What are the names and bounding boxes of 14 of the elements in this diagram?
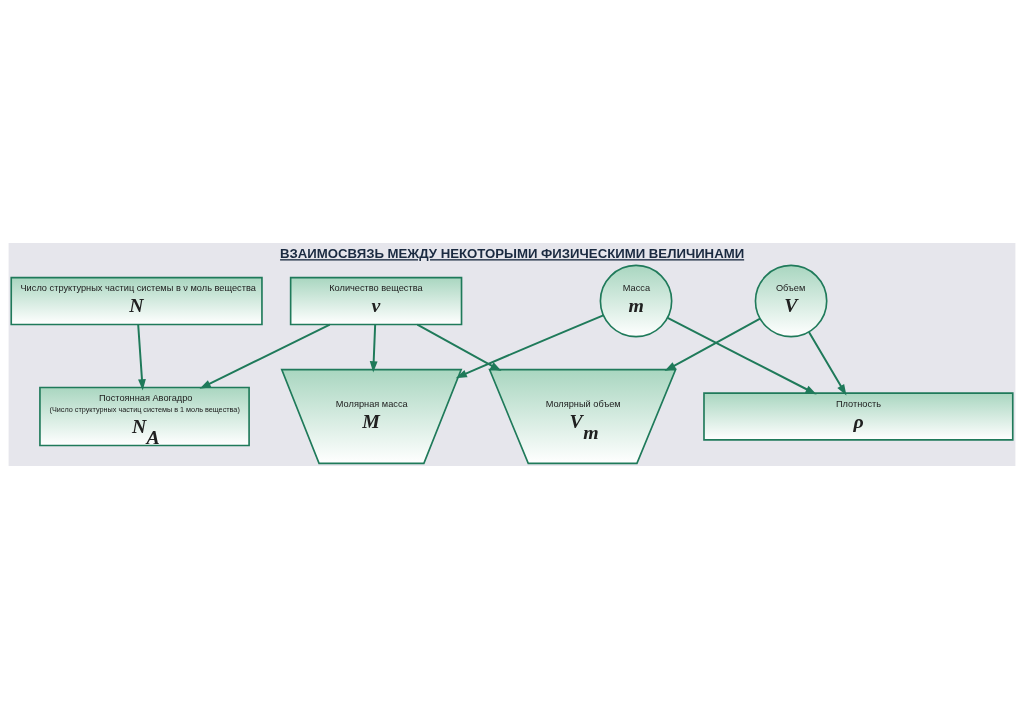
arrow	[369, 323, 378, 373]
node-box: Число структурных частиц системы в ν моль вещества N	[10, 276, 263, 326]
arrow	[807, 331, 847, 396]
node-box: Плотность ρ	[703, 392, 1014, 441]
arrow	[455, 314, 605, 379]
diagram-title: ВЗАИМОСВЯЗЬ МЕЖДУ НЕКОТОРЫМИ ФИЗИЧЕСКИМИ ВЕЛИЧИНАМИ	[280, 246, 745, 262]
arrow	[199, 323, 331, 389]
node-circle: Масса m	[599, 264, 673, 338]
arrow	[666, 316, 817, 395]
arrow	[137, 323, 146, 391]
node-circle: Объем V	[754, 264, 828, 338]
node-box: Количество вещества ν	[289, 276, 463, 326]
arrow	[664, 317, 762, 371]
arrow	[416, 323, 502, 372]
